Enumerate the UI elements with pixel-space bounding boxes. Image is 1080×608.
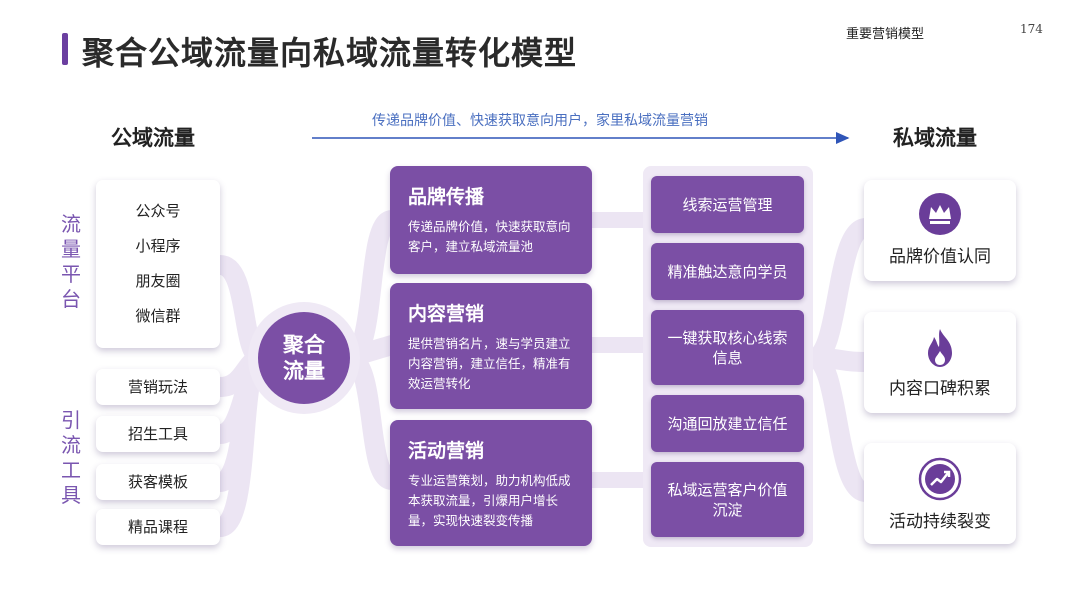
aggregate-traffic-circle: 聚合流量 xyxy=(258,312,350,404)
label-char: 引 xyxy=(61,408,81,432)
traffic-tools-label: 引 流 工 具 xyxy=(59,408,83,508)
outcome-card-activity: 活动持续裂变 xyxy=(864,443,1016,544)
flow-arrow-caption: 传递品牌价值、快速获取意向用户，家里私域流量营销 xyxy=(372,113,708,129)
platform-list: 公众号 小程序 朋友圈 微信群 xyxy=(96,180,220,348)
mid-connector-band xyxy=(592,212,645,488)
label-char: 工 xyxy=(61,458,81,482)
strategy-card-desc: 专业运营策划，助力机构低成本获取流量，引爆用户增长量，实现快速裂变传播 xyxy=(408,473,571,528)
strategy-card-content: 内容营销 提供营销名片，速与学员建立内容营销，建立信任，精准有效运营转化 xyxy=(390,283,592,409)
platform-item: 朋友圈 xyxy=(135,272,181,290)
strategy-card-title: 内容营销 xyxy=(408,303,485,325)
step-box: 精准触达意向学员 xyxy=(651,243,804,300)
platform-item: 公众号 xyxy=(135,202,181,220)
right-connector-band xyxy=(803,218,876,502)
title-accent-bar xyxy=(62,33,68,65)
traffic-platform-label: 流 量 平 台 xyxy=(59,212,83,312)
private-traffic-heading: 私域流量 xyxy=(893,126,977,150)
outcome-card-content: 内容口碑积累 xyxy=(864,312,1016,413)
public-traffic-heading: 公域流量 xyxy=(111,126,195,150)
tool-item: 招生工具 xyxy=(96,416,220,452)
outcome-label: 活动持续裂变 xyxy=(889,512,991,532)
label-char: 平 xyxy=(61,262,81,286)
label-char: 流 xyxy=(61,212,81,236)
page-number: 174 xyxy=(1020,22,1043,36)
outcome-card-brand: 品牌价值认同 xyxy=(864,180,1016,281)
tool-item: 营销玩法 xyxy=(96,369,220,405)
aggregate-label: 聚合流量 xyxy=(283,333,325,383)
label-char: 流 xyxy=(61,433,81,457)
platform-item: 微信群 xyxy=(135,307,181,325)
outcome-label: 品牌价值认同 xyxy=(889,247,991,267)
strategy-card-activity: 活动营销 专业运营策划，助力机构低成本获取流量，引爆用户增长量，实现快速裂变传播 xyxy=(390,420,592,546)
crown-icon xyxy=(919,193,961,235)
left-connector-band xyxy=(210,255,272,537)
section-name: 重要营销模型 xyxy=(846,27,925,42)
step-box: 私域运营客户价值沉淀 xyxy=(651,462,804,537)
outcome-label: 内容口碑积累 xyxy=(889,379,991,399)
label-char: 台 xyxy=(61,287,81,311)
label-char: 具 xyxy=(61,483,81,507)
strategy-card-desc: 传递品牌价值，快速获取意向客户，建立私域流量池 xyxy=(408,219,571,254)
tool-item: 精品课程 xyxy=(96,509,220,545)
growth-chart-icon xyxy=(918,457,962,501)
strategy-card-title: 品牌传播 xyxy=(408,186,485,208)
label-char: 量 xyxy=(61,237,81,261)
strategy-card-title: 活动营销 xyxy=(408,440,485,462)
page-title: 聚合公域流量向私域流量转化模型 xyxy=(82,34,578,72)
step-box: 线索运营管理 xyxy=(651,176,804,233)
strategy-card-desc: 提供营销名片，速与学员建立内容营销，建立信任，精准有效运营转化 xyxy=(408,336,571,391)
platform-item: 小程序 xyxy=(135,237,181,255)
tool-item: 获客模板 xyxy=(96,464,220,500)
strategy-card-brand: 品牌传播 传递品牌价值，快速获取意向客户，建立私域流量池 xyxy=(390,166,592,274)
step-box: 一键获取核心线索信息 xyxy=(651,310,804,385)
flame-icon xyxy=(928,329,952,367)
step-box: 沟通回放建立信任 xyxy=(651,395,804,452)
